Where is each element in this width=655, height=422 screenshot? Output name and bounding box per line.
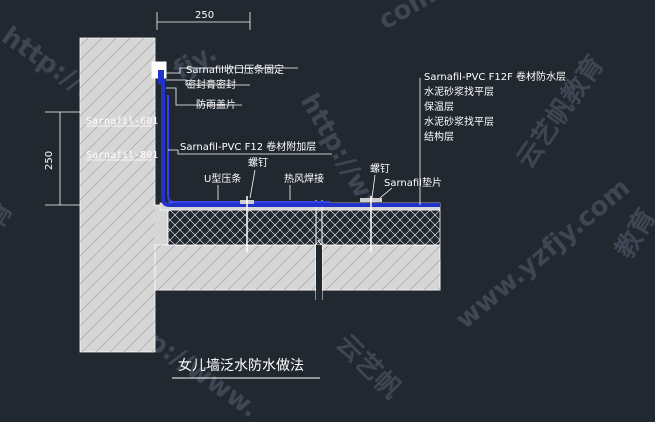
layer-3: 保温层 bbox=[424, 100, 454, 113]
structural-slab-hatch bbox=[155, 245, 440, 290]
waterproof-membrane bbox=[161, 75, 440, 207]
fixing-strip bbox=[158, 70, 164, 84]
dimension-top: 250 bbox=[195, 10, 214, 21]
parapet-hatch bbox=[80, 38, 155, 352]
label-screw-2: 螺钉 bbox=[370, 163, 390, 175]
dimension-left: 250 bbox=[44, 151, 55, 170]
label-sarnafil-pad: Sarnafil垫片 bbox=[384, 176, 442, 189]
watermark-fragment-2: fjy. bbox=[169, 38, 223, 86]
insulation-hatch bbox=[168, 210, 440, 245]
watermark-brand-1: 云艺帆教育 bbox=[510, 50, 610, 174]
label-sealant: 密封膏密封 bbox=[186, 78, 236, 91]
label-hot-air-weld: 热风焊接 bbox=[284, 172, 324, 185]
layer-5: 结构层 bbox=[424, 130, 454, 143]
leader-lines bbox=[86, 67, 421, 205]
layer-4: 水泥砂浆找平层 bbox=[424, 115, 494, 128]
layer-1: Sarnafil-PVC F12F 卷材防水层 bbox=[424, 70, 566, 83]
layer-list: Sarnafil-PVC F12F 卷材防水层 水泥砂浆找平层 保温层 水泥砂浆… bbox=[424, 70, 566, 143]
watermark-fragment-1: com bbox=[374, 0, 441, 36]
label-sarnafil-801: Sarnafil-801 bbox=[86, 150, 158, 161]
dimension-lines bbox=[45, 12, 251, 206]
label-fixing-strip: Sarnafil收口压条固定 bbox=[186, 63, 284, 76]
joint-gap bbox=[316, 245, 322, 305]
membrane-addon bbox=[167, 95, 330, 203]
drawing-title: 女儿墙泛水防水做法 bbox=[178, 357, 304, 374]
label-rain-cap: 防雨盖片 bbox=[196, 98, 236, 111]
label-pvc-f12: Sarnafil-PVC F12 卷材附加层 bbox=[180, 140, 316, 153]
label-u-strip: U型压条 bbox=[204, 172, 241, 185]
watermark-fragment-3: 育 bbox=[0, 195, 19, 233]
label-screw-1: 螺钉 bbox=[248, 157, 268, 169]
watermark-url-3: www.yzfjy.com bbox=[450, 173, 636, 336]
watermark-brand-2: 云艺帆 bbox=[330, 329, 406, 405]
label-sarnafil-601: Sarnafil-601 bbox=[86, 116, 158, 127]
layer-2: 水泥砂浆找平层 bbox=[424, 85, 494, 98]
